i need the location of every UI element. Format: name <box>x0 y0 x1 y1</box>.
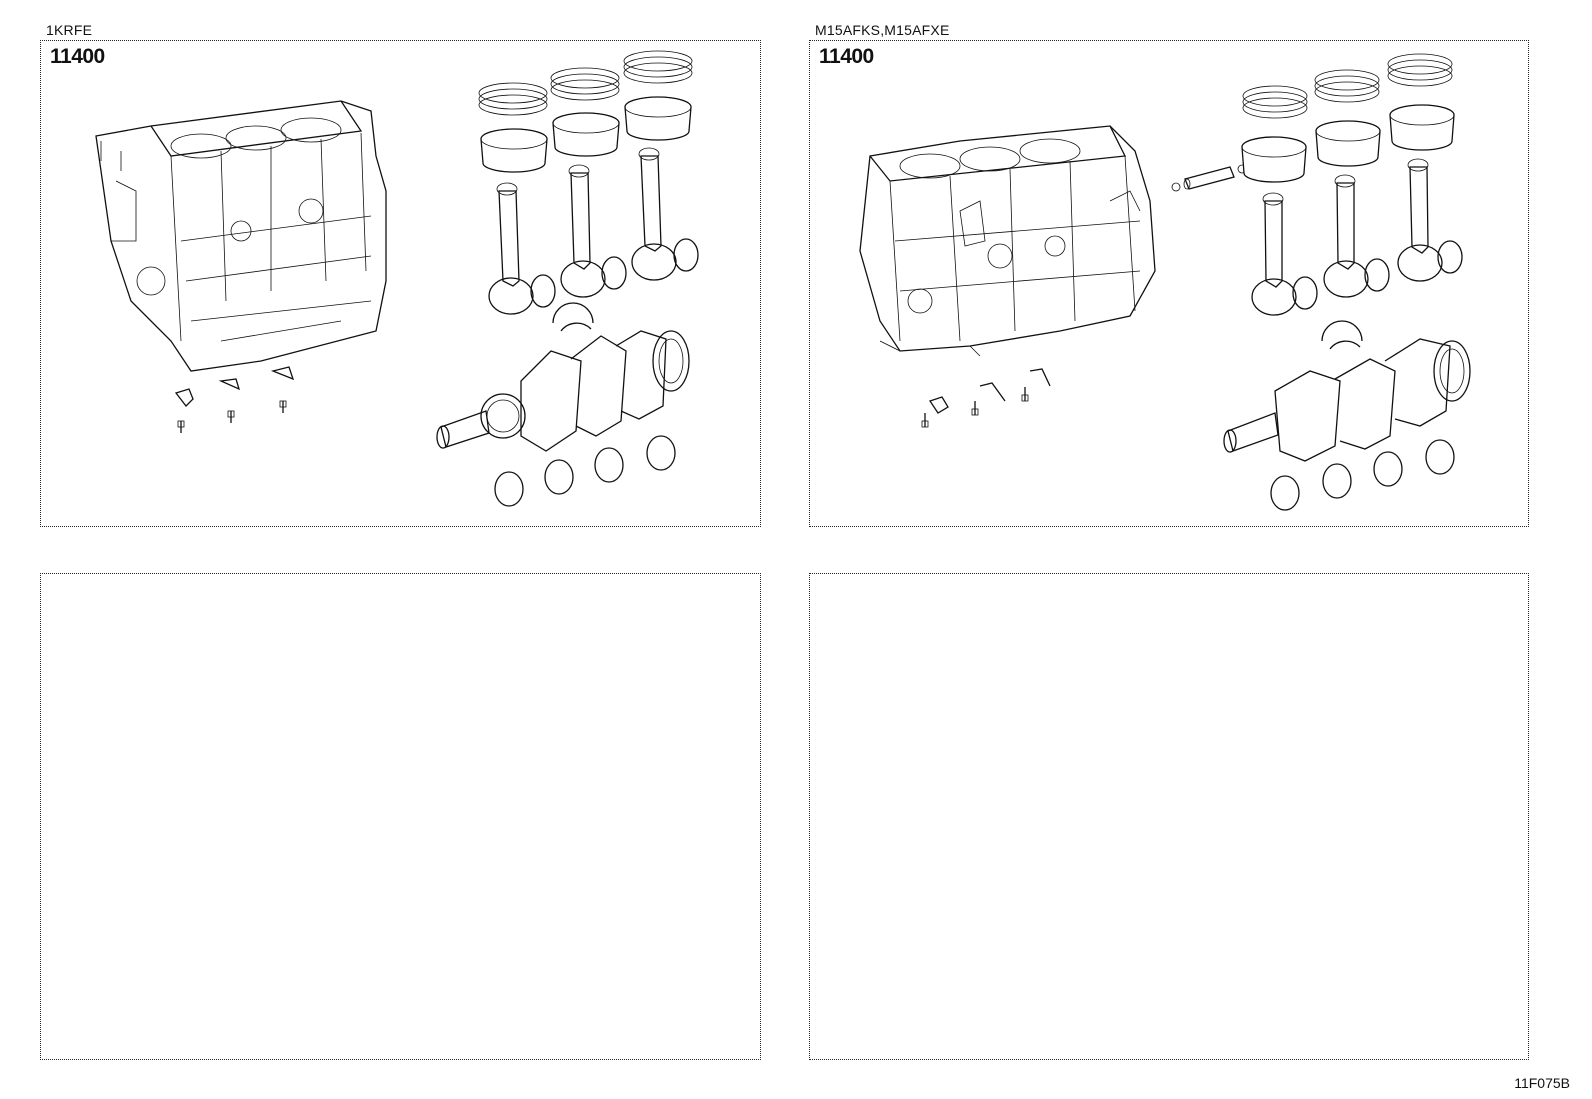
diagram-panel-empty-right <box>809 573 1529 1060</box>
piston-pin-icon <box>1171 164 1247 192</box>
engine-label-m15a: M15AFKS,M15AFXE <box>815 22 950 38</box>
diagram-panel-1krfe[interactable]: 11400 <box>40 40 761 527</box>
thrust-washer-icon <box>1321 320 1363 350</box>
diagram-panel-m15a[interactable]: 11400 <box>809 40 1529 527</box>
connecting-rod-icon <box>1251 158 1443 316</box>
piston-ring-set-icon <box>1242 53 1453 119</box>
main-bearing-icon <box>1270 439 1455 511</box>
diagram-panel-empty-left <box>40 573 761 1060</box>
crankshaft-icon <box>1223 338 1471 462</box>
piston-icon <box>480 96 692 173</box>
piston-ring-set-icon <box>478 50 693 116</box>
cylinder-block-icon <box>95 100 387 372</box>
part-code[interactable]: 11400 <box>50 45 105 68</box>
engine-block-assembly-drawing <box>859 53 1471 511</box>
oil-jet-icon <box>174 366 295 433</box>
engine-label-1krfe: 1KRFE <box>46 22 93 38</box>
piston-icon <box>1241 104 1455 183</box>
illustration-id: 11F075B <box>1514 1075 1570 1091</box>
cylinder-block-icon <box>859 125 1156 357</box>
part-code[interactable]: 11400 <box>819 45 874 68</box>
thrust-washer-icon <box>552 302 594 332</box>
rod-bearing-icon <box>530 238 699 308</box>
rod-bearing-icon <box>1292 240 1463 310</box>
oil-jet-icon <box>921 368 1051 428</box>
connecting-rod-icon <box>488 147 677 315</box>
engine-block-assembly-drawing <box>95 50 699 507</box>
crankshaft-icon <box>436 330 690 452</box>
main-bearing-icon <box>494 435 676 507</box>
